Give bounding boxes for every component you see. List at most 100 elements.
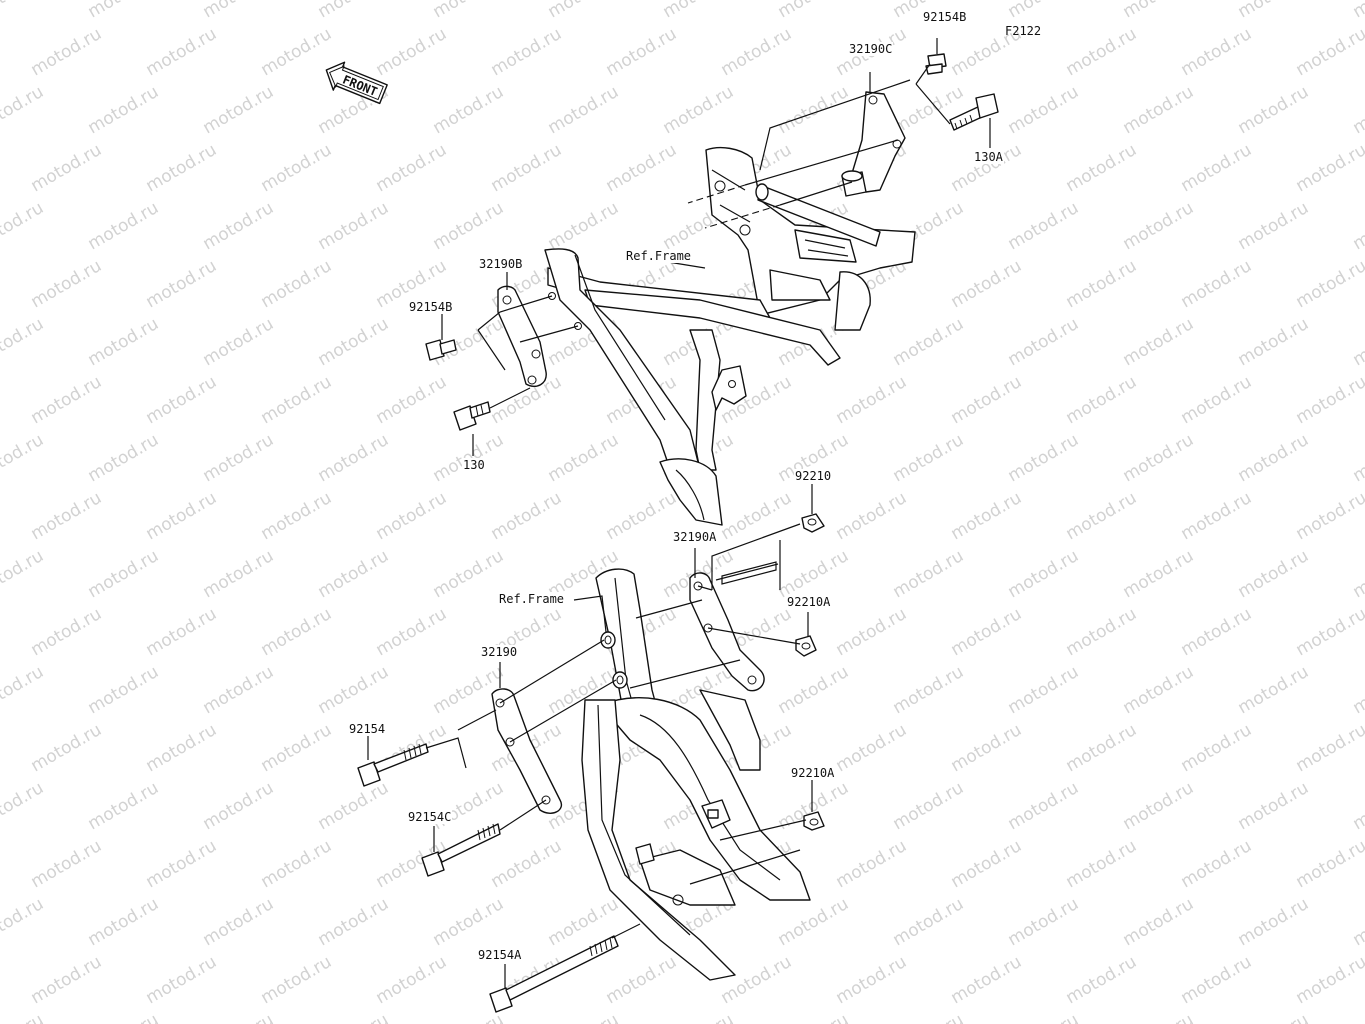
watermark-text: motod.ru (718, 24, 796, 80)
watermark-text: motod.ru (1350, 314, 1365, 370)
watermark-text: motod.ru (373, 604, 451, 660)
watermark-text: motod.ru (258, 604, 336, 660)
watermark-text: motod.ru (660, 82, 738, 138)
watermark-text: motod.ru (775, 1010, 853, 1024)
watermark-text: motod.ru (143, 372, 221, 428)
watermark-text: motod.ru (315, 198, 393, 254)
watermark-text: motod.ru (85, 546, 163, 602)
watermark-text: motod.ru (28, 720, 106, 776)
watermark-text: motod.ru (1350, 662, 1365, 718)
watermark-text: motod.ru (833, 952, 911, 1008)
watermark-text: motod.ru (948, 952, 1026, 1008)
bolt-130 (453, 401, 491, 431)
watermark-text: motod.ru (1178, 720, 1256, 776)
watermark-text: motod.ru (1120, 0, 1198, 22)
spacer-upper (600, 631, 616, 649)
watermark-text: motod.ru (1178, 372, 1256, 428)
watermark-text: motod.ru (833, 604, 911, 660)
watermark-text: motod.ru (85, 1010, 163, 1024)
watermark-text: motod.ru (430, 894, 508, 950)
nut-92210 (801, 513, 825, 533)
watermark-text: motod.ru (1005, 430, 1083, 486)
watermark-text: motod.ru (603, 24, 681, 80)
watermark-text: motod.ru (0, 314, 47, 370)
nut-92210a-upper (795, 635, 817, 657)
watermark-text: motod.ru (85, 894, 163, 950)
watermark-text: motod.ru (1063, 256, 1141, 312)
watermark-text: motod.ru (143, 140, 221, 196)
watermark-text: motod.ru (890, 546, 968, 602)
watermark-text: motod.ru (200, 82, 278, 138)
label-ref-frame-lower: Ref.Frame (498, 592, 566, 606)
watermark-text: motod.ru (1235, 198, 1313, 254)
watermark-text: motod.ru (28, 604, 106, 660)
watermark-text: motod.ru (1235, 546, 1313, 602)
watermark-text: motod.ru (1293, 836, 1365, 892)
watermark-text: motod.ru (143, 604, 221, 660)
watermark-text: motod.ru (200, 662, 278, 718)
watermark-text: motod.ru (833, 720, 911, 776)
watermark-text: motod.ru (1005, 0, 1083, 22)
watermark-text: motod.ru (1005, 778, 1083, 834)
watermark-text: motod.ru (0, 546, 47, 602)
bolt-92154b-top (925, 53, 947, 75)
label-ref-frame-upper: Ref.Frame (625, 249, 693, 263)
watermark-text: motod.ru (948, 836, 1026, 892)
watermark-text: motod.ru (1293, 952, 1365, 1008)
watermark-text: motod.ru (315, 430, 393, 486)
watermark-text: motod.ru (545, 198, 623, 254)
watermark-text: motod.ru (28, 952, 106, 1008)
watermark-text: motod.ru (258, 140, 336, 196)
watermark-text: motod.ru (890, 1010, 968, 1024)
watermark-text: motod.ru (833, 372, 911, 428)
watermark-text: motod.ru (1005, 662, 1083, 718)
watermark-text: motod.ru (1235, 314, 1313, 370)
watermark-text: motod.ru (258, 256, 336, 312)
watermark-text: motod.ru (1350, 0, 1365, 22)
watermark-text: motod.ru (373, 140, 451, 196)
label-92154b-top: 92154B (922, 10, 968, 24)
watermark-text: motod.ru (28, 836, 106, 892)
watermark-text: motod.ru (1120, 546, 1198, 602)
watermark-text: motod.ru (143, 836, 221, 892)
watermark-text: motod.ru (890, 662, 968, 718)
watermark-text: motod.ru (1293, 488, 1365, 544)
watermark-text: motod.ru (315, 662, 393, 718)
label-92154b-mid: 92154B (408, 300, 454, 314)
watermark-text: motod.ru (603, 140, 681, 196)
watermark-text: motod.ru (85, 314, 163, 370)
watermark-text: motod.ru (258, 488, 336, 544)
watermark-text: motod.ru (143, 720, 221, 776)
watermark-text: motod.ru (1063, 488, 1141, 544)
watermark-text: motod.ru (948, 720, 1026, 776)
bracket-32190c (841, 91, 906, 197)
watermark-text: motod.ru (0, 894, 47, 950)
watermark-text: motod.ru (315, 778, 393, 834)
watermark-text: motod.ru (1120, 778, 1198, 834)
watermark-text: motod.ru (1063, 720, 1141, 776)
label-130a: 130A (973, 150, 1004, 164)
watermark-text: motod.ru (545, 430, 623, 486)
label-32190b: 32190B (478, 257, 524, 271)
watermark-text: motod.ru (28, 488, 106, 544)
label-92154: 92154 (348, 722, 387, 736)
watermark-text: motod.ru (890, 430, 968, 486)
watermark-text: motod.ru (28, 256, 106, 312)
watermark-text: motod.ru (948, 604, 1026, 660)
bracket-32190b (497, 285, 547, 388)
watermark-text: motod.ru (1350, 430, 1365, 486)
watermark-text: motod.ru (660, 1010, 738, 1024)
watermark-text: motod.ru (775, 894, 853, 950)
watermark-text: motod.ru (1350, 1010, 1365, 1024)
label-92210: 92210 (794, 469, 833, 483)
watermark-text: motod.ru (1178, 24, 1256, 80)
watermark-text: motod.ru (1005, 82, 1083, 138)
watermark-text: motod.ru (258, 836, 336, 892)
label-92210a-upper: 92210A (786, 595, 832, 609)
watermark-text: motod.ru (833, 836, 911, 892)
watermark-text: motod.ru (718, 488, 796, 544)
watermark-text: motod.ru (545, 82, 623, 138)
watermark-text: motod.ru (1293, 140, 1365, 196)
nut-92210a-lower (803, 811, 825, 831)
watermark-text: motod.ru (258, 720, 336, 776)
